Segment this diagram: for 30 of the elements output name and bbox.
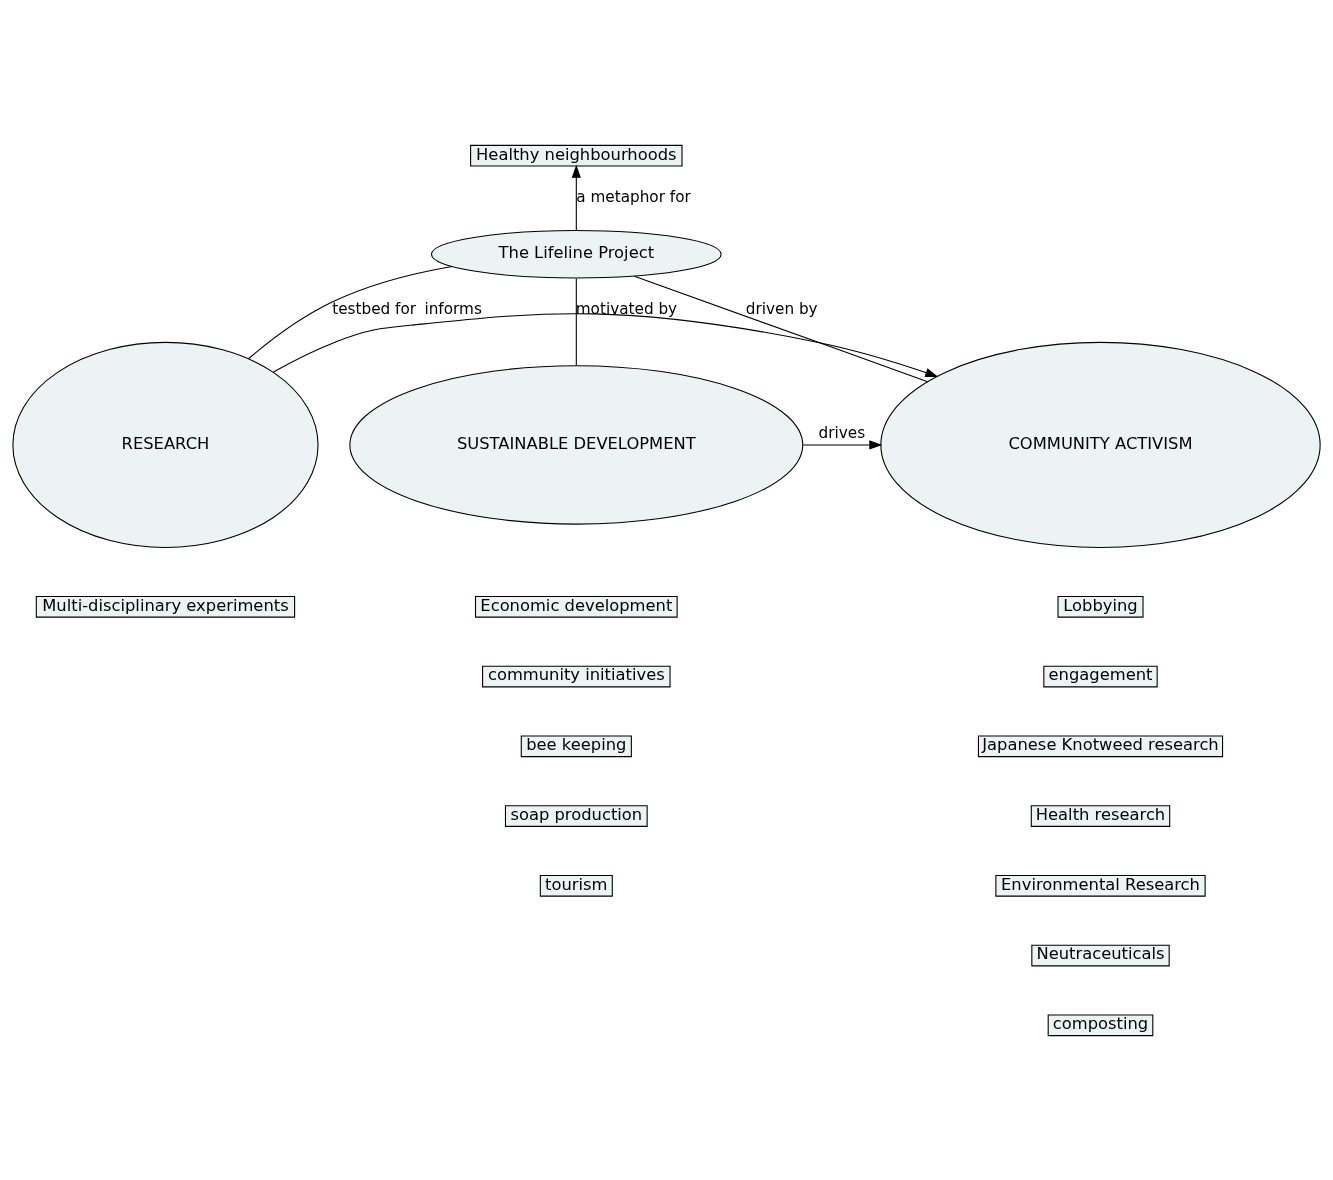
node-box: composting (1047, 1013, 1154, 1036)
node-box: community initiatives (482, 665, 671, 687)
edge-label: drives (818, 423, 866, 442)
node-box: Lobbying (1057, 595, 1144, 618)
edge-label: a metaphor for (576, 187, 691, 206)
connector (633, 275, 929, 382)
node-ellipse: SUSTAINABLE DEVELOPMENT (349, 364, 804, 525)
node-box: Environmental Research (995, 874, 1206, 897)
node-ellipse: COMMUNITY ACTIVISM (880, 341, 1321, 548)
node-box: engagement (1043, 665, 1158, 687)
node-box: Neutraceuticals (1031, 944, 1170, 966)
edge-label: testbed for (332, 299, 417, 318)
node-box: Healthy neighbourhoods (470, 144, 683, 167)
connector (575, 277, 577, 366)
node-box: Multi-disciplinary experiments (35, 595, 296, 618)
edge-label: driven by (745, 299, 818, 318)
edge-label: motivated by (575, 299, 678, 318)
node-box: Health research (1030, 804, 1171, 827)
arrow (571, 164, 581, 231)
connector (248, 265, 453, 359)
node-ellipse: The Lifeline Project (430, 229, 722, 279)
node-ellipse: RESEARCH (12, 341, 319, 548)
node-box: tourism (539, 874, 613, 897)
node-box: bee keeping (520, 734, 632, 757)
arrow (272, 312, 939, 377)
node-box: Japanese Knotweed research (977, 734, 1224, 757)
node-box: soap production (504, 804, 648, 827)
edge-label: informs (424, 299, 482, 318)
node-box: Economic development (474, 595, 678, 618)
arrow (802, 439, 883, 449)
